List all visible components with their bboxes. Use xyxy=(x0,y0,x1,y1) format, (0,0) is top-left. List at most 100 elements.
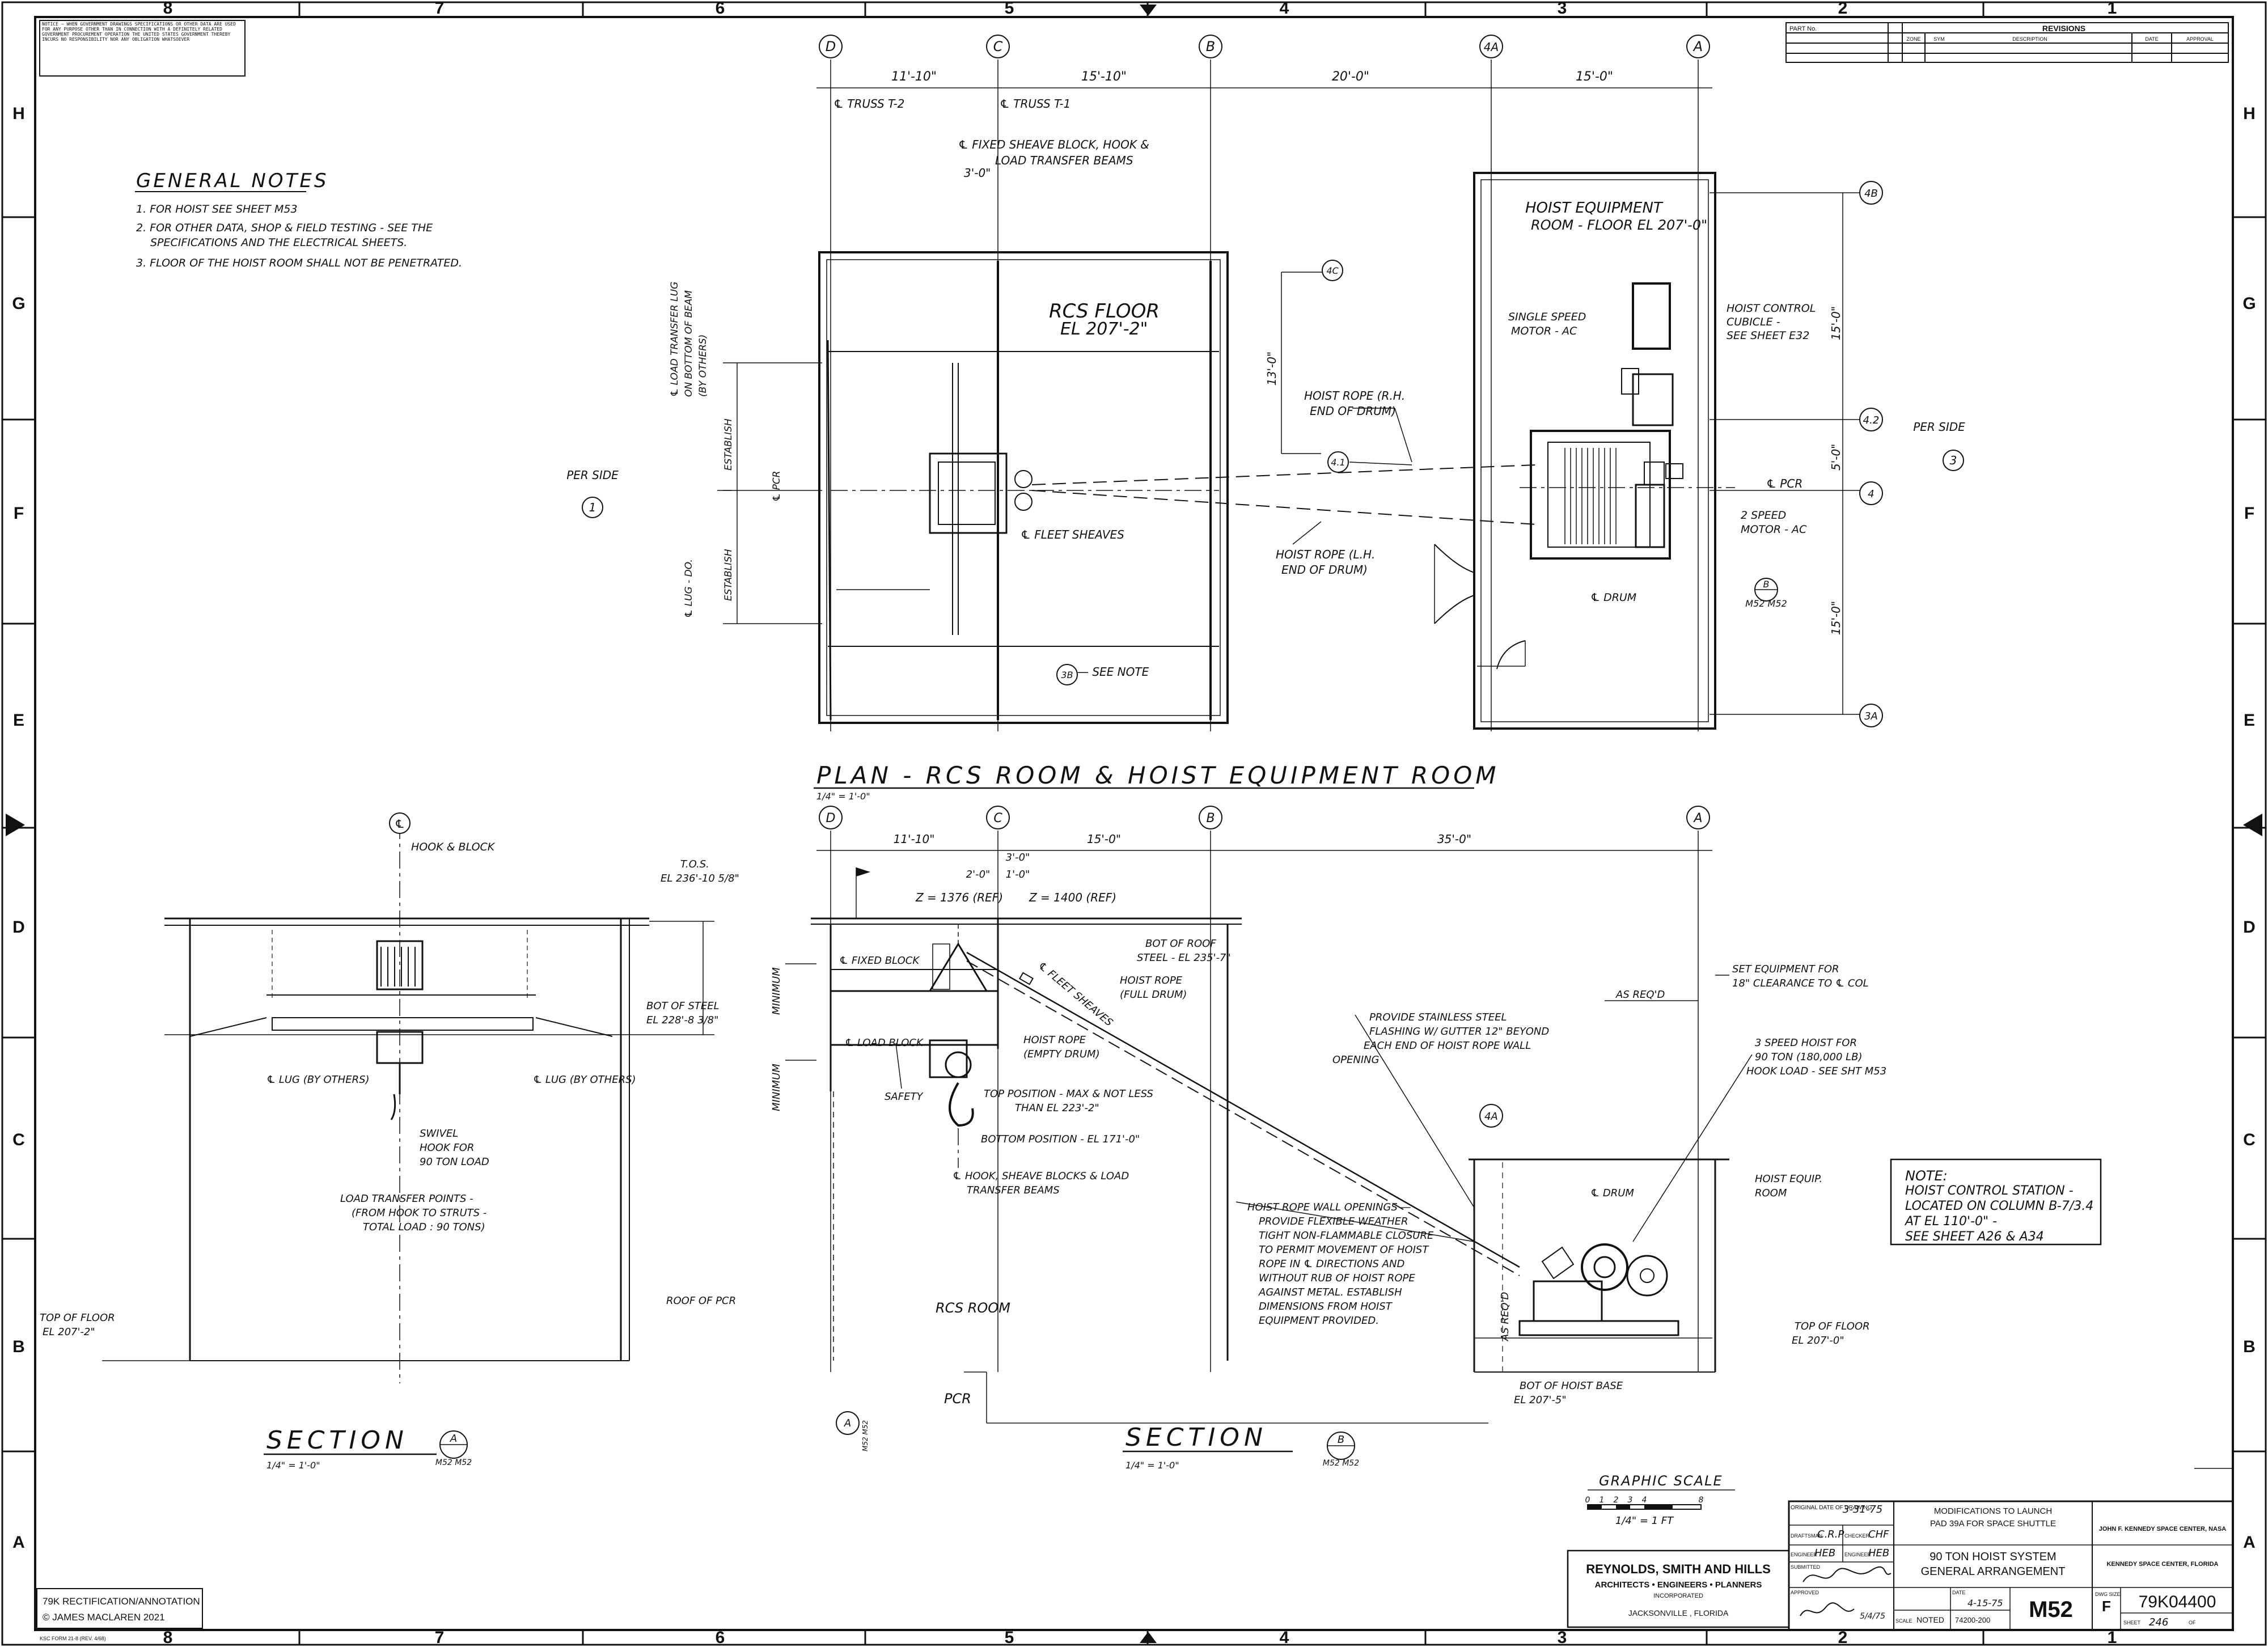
tb-checker: CHF xyxy=(1868,1529,1889,1540)
plan-two-speed-2: MOTOR - AC xyxy=(1741,523,1807,536)
general-note-2: 2. FOR OTHER DATA, SHOP & FIELD TESTING … xyxy=(136,222,433,234)
scale-tick-8: 8 xyxy=(1699,1496,1704,1505)
sec-b-hoist-equip-1: HOIST EQUIP. xyxy=(1755,1173,1822,1185)
plan-dim-4: 15'-0" xyxy=(1576,70,1613,84)
zone-top-1: 1 xyxy=(2108,0,2117,18)
rev-header-date: DATE xyxy=(2145,36,2158,42)
zone-row-d-left: D xyxy=(12,918,25,937)
section-a: ℄ HOOK & BLOCK xyxy=(40,812,739,1471)
plan-see-note: — SEE NOTE xyxy=(1077,665,1149,679)
sec-b-bot-base-1: BOT OF HOIST BASE xyxy=(1520,1380,1623,1392)
section-b-structure xyxy=(785,917,1753,1424)
sec-b-wall-9: EQUIPMENT PROVIDED. xyxy=(1259,1315,1379,1327)
zone-top-6: 6 xyxy=(716,0,725,18)
section-a-cl: ℄ xyxy=(395,817,405,831)
sec-b-provide-4: OPENING xyxy=(1332,1054,1380,1066)
sec-b-col-a: A xyxy=(1692,811,1702,825)
plan-single-speed-1: SINGLE SPEED xyxy=(1508,311,1586,323)
section-a-scale: 1/4" = 1'-0" xyxy=(266,1460,320,1471)
section-a-swivel-3: 90 TON LOAD xyxy=(420,1156,489,1168)
tb-dwg-no: 79K04400 xyxy=(2139,1593,2216,1611)
tb-title-1: 90 TON HOIST SYSTEM xyxy=(1930,1551,2056,1563)
plan-view: D C B 4A A 11'-10" 15'-10" 20'-0" 15'-0" xyxy=(566,35,1965,802)
scale-tick-4: 4 xyxy=(1642,1496,1647,1505)
plan-dim-3: 20'-0" xyxy=(1332,70,1369,84)
sec-b-as-reqd: AS REQ'D xyxy=(1615,989,1665,1001)
section-a-roof-pcr: ROOF OF PCR xyxy=(666,1295,736,1307)
revisions-block xyxy=(1785,22,2229,63)
plan-right-dims xyxy=(1710,192,1860,715)
sec-b-col-4a: 4A xyxy=(1484,1111,1498,1123)
sec-b-bubble-a xyxy=(1686,806,1710,829)
center-arrow-right xyxy=(2243,814,2262,836)
tb-title-2: GENERAL ARRANGEMENT xyxy=(1921,1565,2066,1578)
zone-row-e-left: E xyxy=(13,711,24,730)
zone-bottom-3: 3 xyxy=(1558,1628,1567,1647)
notice-text: NOTICE — WHEN GOVERNMENT DRAWINGS SPECIF… xyxy=(42,22,236,42)
plan-col-d: D xyxy=(826,39,836,54)
tb-checker-label: CHECKER xyxy=(1844,1533,1870,1539)
sec-b-rcs-room: RCS ROOM xyxy=(936,1300,1010,1316)
firm-city: JACKSONVILLE , FLORIDA xyxy=(1628,1608,1729,1618)
scale-tick-0: 0 xyxy=(1585,1496,1590,1505)
sec-b-dim-5: 2'-0" xyxy=(966,869,991,880)
zone-bottom-2: 2 xyxy=(1838,1628,1848,1647)
tb-date: 4-15-75 xyxy=(1967,1598,2003,1608)
tb-project-2: PAD 39A FOR SPACE SHUTTLE xyxy=(1930,1519,2056,1529)
zone-top-5: 5 xyxy=(1005,0,1014,18)
sec-b-top-floor-1: TOP OF FLOOR xyxy=(1795,1320,1870,1332)
note-line-1: HOIST CONTROL STATION - xyxy=(1905,1184,2074,1198)
plan-per-side-3-num: 3 xyxy=(1950,454,1957,467)
plan-hoist-ropes xyxy=(1031,408,1537,545)
center-arrow-bottom xyxy=(1140,1632,1157,1643)
zone-row-a-right: A xyxy=(2243,1533,2256,1552)
plan-fixed-sheave-1: ℄ FIXED SHEAVE BLOCK, HOOK & xyxy=(958,138,1149,151)
sec-b-bot-base-2: EL 207'-5" xyxy=(1514,1394,1567,1406)
zone-row-b-right: B xyxy=(2243,1337,2256,1356)
plan-hoist-control-3: SEE SHEET E32 xyxy=(1727,329,1809,342)
sec-b-wall-1: HOIST ROPE WALL OPENINGS — xyxy=(1247,1201,1411,1213)
general-notes: GENERAL NOTES 1. FOR HOIST SEE SHEET M53… xyxy=(135,170,462,269)
section-b-grid xyxy=(816,831,1712,1372)
graphic-scale: GRAPHIC SCALE 0 1 2 3 4 8 1/4" = 1 FT xyxy=(1585,1473,1735,1527)
plan-bubble-4c xyxy=(1322,260,1343,281)
plan-rope-lh-1: HOIST ROPE (L.H. xyxy=(1276,548,1375,561)
zone-top-2: 2 xyxy=(1838,0,1848,18)
sec-b-three-speed-1: 3 SPEED HOIST FOR xyxy=(1755,1037,1857,1049)
note-line-3: AT EL 110'-0" - xyxy=(1904,1214,1997,1229)
tb-orig-date-label: ORIGINAL DATE OF DRAWING xyxy=(1791,1505,1872,1511)
plan-bubble-4b xyxy=(1859,181,1883,205)
sec-b-rope-full-2: (FULL DRUM) xyxy=(1120,989,1187,1001)
sec-b-fleet-sheaves: ℄ FLEET SHEAVES xyxy=(1036,960,1115,1029)
sec-b-as-reqd-2: AS REQ'D xyxy=(1499,1292,1511,1341)
tb-scale: NOTED xyxy=(1916,1615,1944,1624)
section-a-top-floor-2: EL 207'-2" xyxy=(43,1326,95,1338)
plan-bubble-4-2 xyxy=(1859,408,1883,431)
sec-b-safety: SAFETY xyxy=(885,1091,924,1103)
tb-draftsman-label: DRAFTSMAN xyxy=(1791,1533,1822,1539)
section-b-scale: 1/4" = 1'-0" xyxy=(1125,1460,1179,1471)
zone-top-4: 4 xyxy=(1280,0,1289,18)
sec-b-z-right: Z = 1400 (REF) xyxy=(1029,891,1116,904)
section-a-tos-1: T.O.S. xyxy=(680,858,709,870)
tb-sheet: 246 xyxy=(2149,1616,2168,1628)
signature-submitted xyxy=(1802,1566,1892,1582)
tb-sheet-id: M52 xyxy=(2029,1597,2073,1622)
tb-sig-note: 5/4/75 xyxy=(1860,1612,1885,1621)
firm-line2: ARCHITECTS • ENGINEERS • PLANNERS xyxy=(1595,1580,1762,1590)
plan-col-bubble-a xyxy=(1686,35,1710,58)
sec-b-three-speed-3: HOOK LOAD - SEE SHT M53 xyxy=(1746,1065,1886,1077)
tb-orig-date: 3-31-75 xyxy=(1843,1504,1882,1515)
plan-dim-2: 15'-10" xyxy=(1081,70,1127,84)
hoist-room-plan xyxy=(1434,172,1735,730)
section-a-swivel-1: SWIVEL xyxy=(420,1128,458,1140)
plan-dim-5-0: 5'-0" xyxy=(1829,444,1843,471)
scale-tick-2: 2 xyxy=(1614,1496,1619,1505)
section-b-ref: B xyxy=(1338,1434,1344,1446)
sec-b-wall-8: DIMENSIONS FROM HOIST xyxy=(1259,1301,1393,1312)
plan-per-side-1: PER SIDE xyxy=(566,468,619,482)
plan-per-side-3: PER SIDE xyxy=(1913,420,1965,434)
notice-box: NOTICE — WHEN GOVERNMENT DRAWINGS SPECIF… xyxy=(39,20,246,77)
sec-b-dim-4: 3'-0" xyxy=(1006,852,1030,863)
